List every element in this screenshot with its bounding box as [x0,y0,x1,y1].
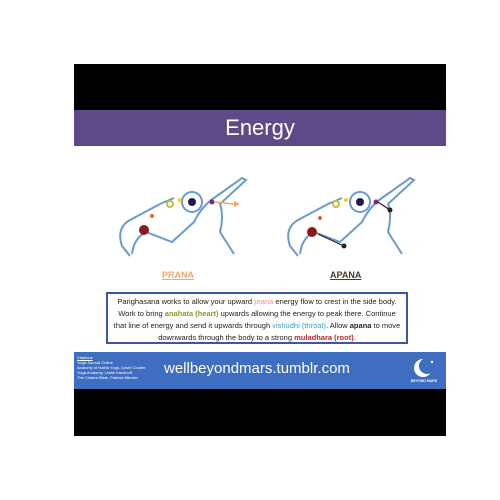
citation-item: Yoga Anatomy, Leslie Kaminoff [77,370,132,375]
citation-item: Anatomy of Hatha Yoga, David Coulter [77,365,146,370]
keyword-muladhara: muladhara (root) [294,333,354,342]
desc-part: Parighasana works to allow your upward [117,297,255,306]
keyword-anahata: anahata (heart) [164,309,219,318]
citation-item: The Chakra Bible, Patricia Mercier [77,375,138,380]
slide-title: Energy [225,115,295,140]
keyword-prana: prana [254,297,274,306]
apana-figure [287,176,416,257]
citations: Citations Yoga Journal Online Anatomy of… [77,355,159,380]
apana-third-eye-dot [356,198,364,206]
desc-part: . Allow [326,321,350,330]
beyond-mars-logo: BEYOND MARS [410,356,438,386]
desc-part: energy flow to crest in the side body. W… [118,297,397,318]
desc-part: upwards allowing the energy to peak ther… [113,309,396,330]
apana-root-dot [307,227,317,237]
keyword-apana: apana [349,321,372,330]
footer-bar: Citations Yoga Journal Online Anatomy of… [74,352,446,389]
prana-heart-dot [166,200,174,208]
logo-text: BEYOND MARS [410,379,438,383]
desc-part: to move downwards through the body to a … [158,321,401,342]
prana-sacral-dot [150,214,154,218]
title-band: Energy [74,110,446,146]
prana-third-eye-dot [188,198,196,206]
slide-frame: Energy [74,64,446,436]
pose-figures-graphic [119,176,416,257]
desc-part: . [353,333,356,342]
prana-solar-dot [178,198,182,202]
prana-root-dot [139,225,149,235]
apana-sacral-dot [318,216,322,220]
apana-solar-dot [344,198,348,202]
site-url[interactable]: wellbeyondmars.tumblr.com [164,360,350,377]
citations-heading: Citations [77,355,93,360]
prana-figure [119,176,248,257]
keyword-vishuddhi: vishudhi (throat) [272,321,326,330]
letterbox-top [74,64,446,110]
citation-item: Yoga Journal Online [77,360,113,365]
pose-illustrations: PRANA APANA [74,146,446,288]
label-apana: APANA [330,270,362,280]
letterbox-bottom [74,389,446,436]
label-prana: PRANA [162,270,195,280]
crescent-moon-icon [414,358,435,377]
description-box: Parighasana works to allow your upward p… [106,292,408,344]
prana-crown-dot [209,199,215,205]
apana-crown-dot [373,199,379,205]
apana-heart-dot [332,200,340,208]
